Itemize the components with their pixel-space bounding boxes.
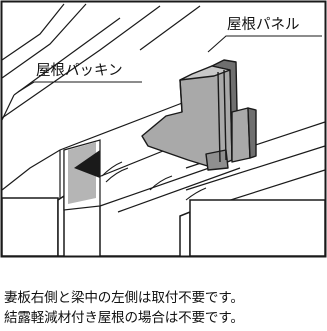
roof-panel-front-section	[1, 194, 326, 257]
roof-packing-label: 屋根パッキン	[36, 63, 123, 79]
packing-arrow-icon	[74, 150, 100, 178]
roof-packing-part	[141, 59, 257, 171]
panel-top-curves	[101, 161, 207, 201]
note-line-1: 妻板右側と梁中の左側は取付不要です。	[4, 290, 244, 306]
label-leaders	[17, 35, 322, 93]
note-line-2: 結露軽減材付き屋根の場合は不要です。	[4, 310, 244, 326]
roof-panel-ridges	[1, 3, 201, 121]
groove-channel	[63, 139, 101, 211]
roof-panel-label: 屋根パネル	[227, 17, 300, 33]
